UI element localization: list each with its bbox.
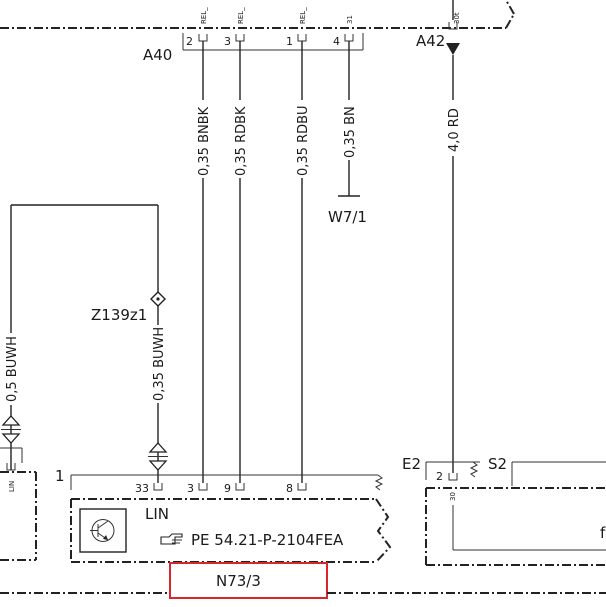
module-pin-9: 9 (224, 482, 245, 495)
wire-label: 0,35 RDBK (234, 106, 249, 176)
a40-pin-number: 1 (286, 35, 293, 48)
wire-rd: 4,0 RD (446, 55, 462, 473)
splice-label: Z139z1 (91, 306, 147, 324)
wire-rdbu: 0,35 RDBU (295, 41, 311, 483)
pointing-hand-icon (160, 533, 183, 545)
a40-pin-number: 4 (333, 35, 340, 48)
ground-label: W7/1 (328, 208, 367, 226)
highlight-box (169, 562, 328, 599)
connector-symbol-left (1, 415, 21, 444)
left-module: LIN (0, 447, 37, 561)
transistor-icon (79, 508, 127, 553)
a40-pin-number: 3 (224, 35, 231, 48)
module-lin-label: LIN (145, 505, 169, 523)
wire-label: 0,35 BUWH (152, 327, 167, 401)
module-pin-3: 3 (187, 482, 208, 495)
module-pin-row-label: 1 (55, 467, 65, 485)
right-pin-signal: 30 (449, 492, 457, 501)
right-partial-text: f (600, 524, 606, 542)
module-pin-number: 33 (135, 482, 149, 495)
right-break-zigzag (469, 461, 479, 478)
a40-pin-4: 4 31 (333, 15, 354, 48)
wire-bn: 0,35 BN W7/1 (328, 41, 367, 226)
wire-label: 0,5 BUWH (5, 336, 20, 402)
connector-symbol-mid (148, 442, 168, 471)
module-reference: PE 54.21-P-2104FEA (191, 531, 344, 549)
a42-arrow (446, 43, 460, 55)
a40-pin-signal: 31 (346, 15, 354, 24)
wire-label: 0,35 BNBK (197, 106, 212, 176)
connector-a42: 30t A42 (416, 0, 461, 55)
a40-pin-signal: REL_ (299, 7, 307, 24)
module-break-zigzag (374, 474, 384, 491)
wire-bnbk: 0,35 BNBK (196, 41, 212, 483)
module-pin-33: 33 (135, 482, 163, 495)
module-id-label: N73/3 (216, 572, 261, 590)
module-pin-number: 8 (286, 482, 293, 495)
wire-label: 0,35 BN (343, 106, 358, 158)
a42-signal: 30t (453, 12, 461, 24)
top-frame (0, 0, 515, 29)
a40-pin-signal: REL_ (200, 7, 208, 24)
module-n73-3: 1 33 3 9 8 LIN (55, 467, 392, 563)
right-connector-label: E2 (402, 455, 421, 473)
module-pin-number: 3 (187, 482, 194, 495)
wire-buwh-loop: Z139z1 0,5 BUWH 0,35 BUWH (1, 204, 168, 483)
module-pin-number: 9 (224, 482, 231, 495)
right-pin-number: 2 (436, 470, 443, 483)
a40-pin-number: 2 (186, 35, 193, 48)
wire-label: 4,0 RD (447, 108, 462, 152)
module-pin-8: 8 (286, 482, 307, 495)
module-id-highlight: N73/3 (169, 562, 328, 599)
connector-a40: A40 2 REL_ 3 REL_ 1 REL_ 4 31 (143, 7, 364, 64)
left-module-lin-label: LIN (8, 481, 16, 492)
right-module: E2 2 S2 30 f (402, 455, 606, 566)
wire-label: 0,35 RDBU (296, 105, 311, 176)
connector-a42-label: A42 (416, 32, 445, 50)
a40-pin-signal: REL_ (237, 7, 245, 24)
module-break-edge (375, 498, 392, 563)
wire-rdbk: 0,35 RDBK (233, 41, 249, 483)
connector-a40-label: A40 (143, 46, 172, 64)
switch-label: S2 (488, 455, 507, 473)
